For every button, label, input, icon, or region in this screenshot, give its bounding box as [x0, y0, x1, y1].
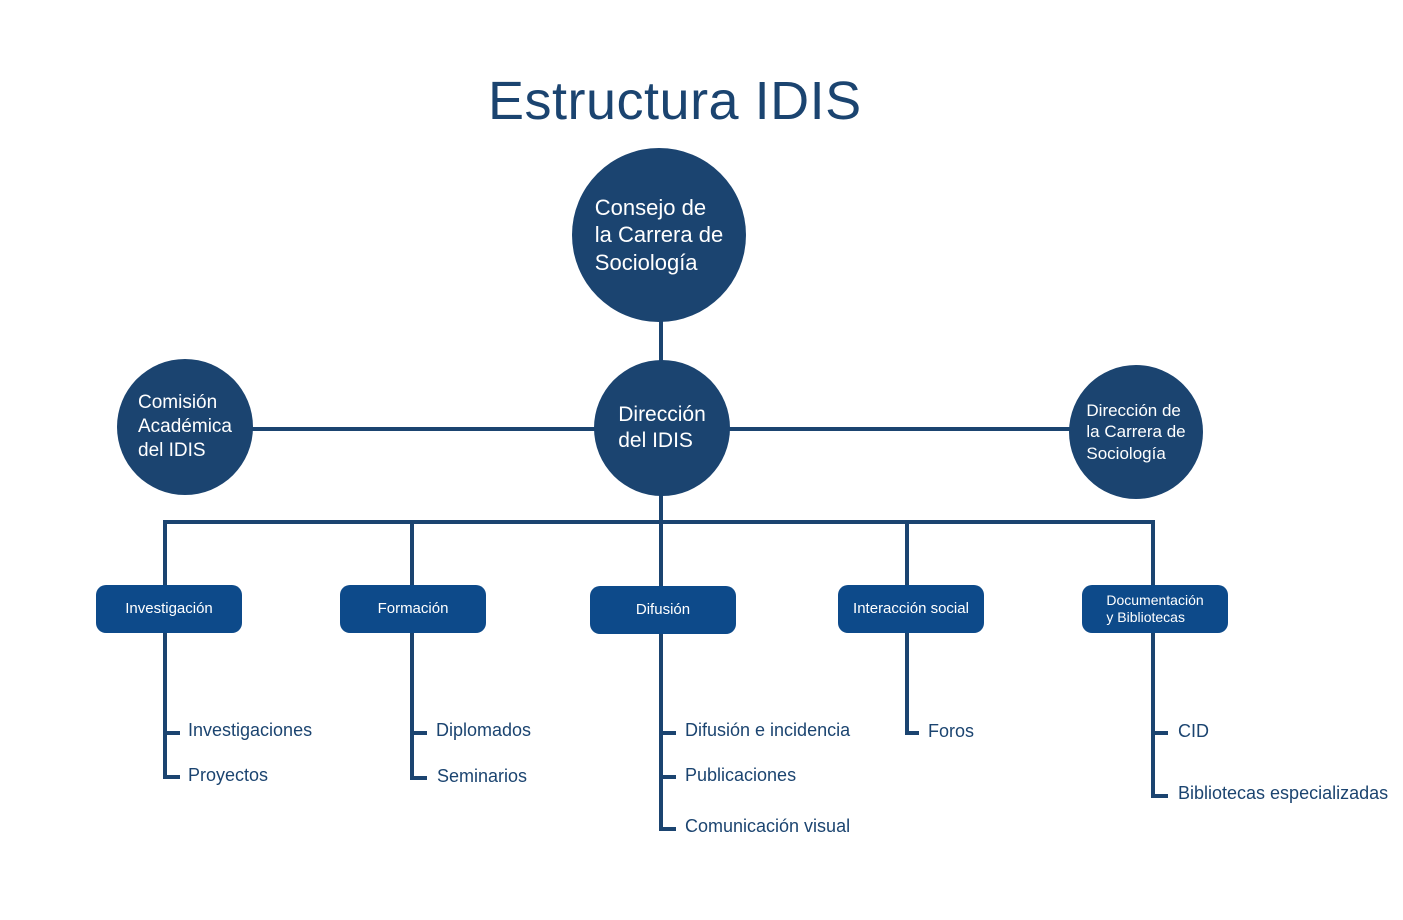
area-label: Formación	[377, 599, 449, 617]
node-consejo-label: Consejo de la Carrera de Sociología	[594, 194, 724, 275]
node-direccion-carrera: Dirección de la Carrera de Sociología	[1069, 365, 1203, 499]
sub-item: Difusión e incidencia	[685, 720, 851, 740]
sub-item: CID	[1178, 721, 1209, 741]
node-comision-label: Comisión Académica del IDIS	[138, 392, 232, 461]
node-direccion-idis: Dirección del IDIS	[594, 360, 730, 496]
sub-item: Investigaciones	[188, 720, 313, 740]
area-label: Investigación	[125, 599, 213, 617]
area-label: Interacción social	[853, 599, 969, 617]
sub-item: Diplomados	[436, 720, 532, 740]
sub-item: Proyectos	[188, 765, 269, 785]
area-box-interaccion-social: Interacción social	[838, 585, 984, 633]
area-label: Difusión	[635, 600, 691, 618]
sub-item: Publicaciones	[685, 765, 797, 785]
area-box-difusion: Difusión	[590, 586, 736, 634]
area-box-documentacion: Documentación y Bibliotecas	[1082, 585, 1228, 633]
sub-item: Seminarios	[437, 766, 528, 786]
page-title: Estructura IDIS	[488, 71, 862, 131]
area-box-formacion: Formación	[340, 585, 486, 633]
node-consejo: Consejo de la Carrera de Sociología	[572, 148, 746, 322]
node-direccion-idis-label: Dirección del IDIS	[618, 402, 706, 452]
sub-item: Foros	[928, 721, 975, 741]
sub-item: Bibliotecas especializadas	[1178, 783, 1389, 803]
area-label: Documentación y Bibliotecas	[1106, 591, 1204, 626]
node-direccion-carrera-label: Dirección de la Carrera de Sociología	[1086, 401, 1186, 463]
node-comision: Comisión Académica del IDIS	[117, 359, 253, 495]
area-box-investigacion: Investigación	[96, 585, 242, 633]
sub-item: Comunicación visual	[685, 816, 851, 836]
